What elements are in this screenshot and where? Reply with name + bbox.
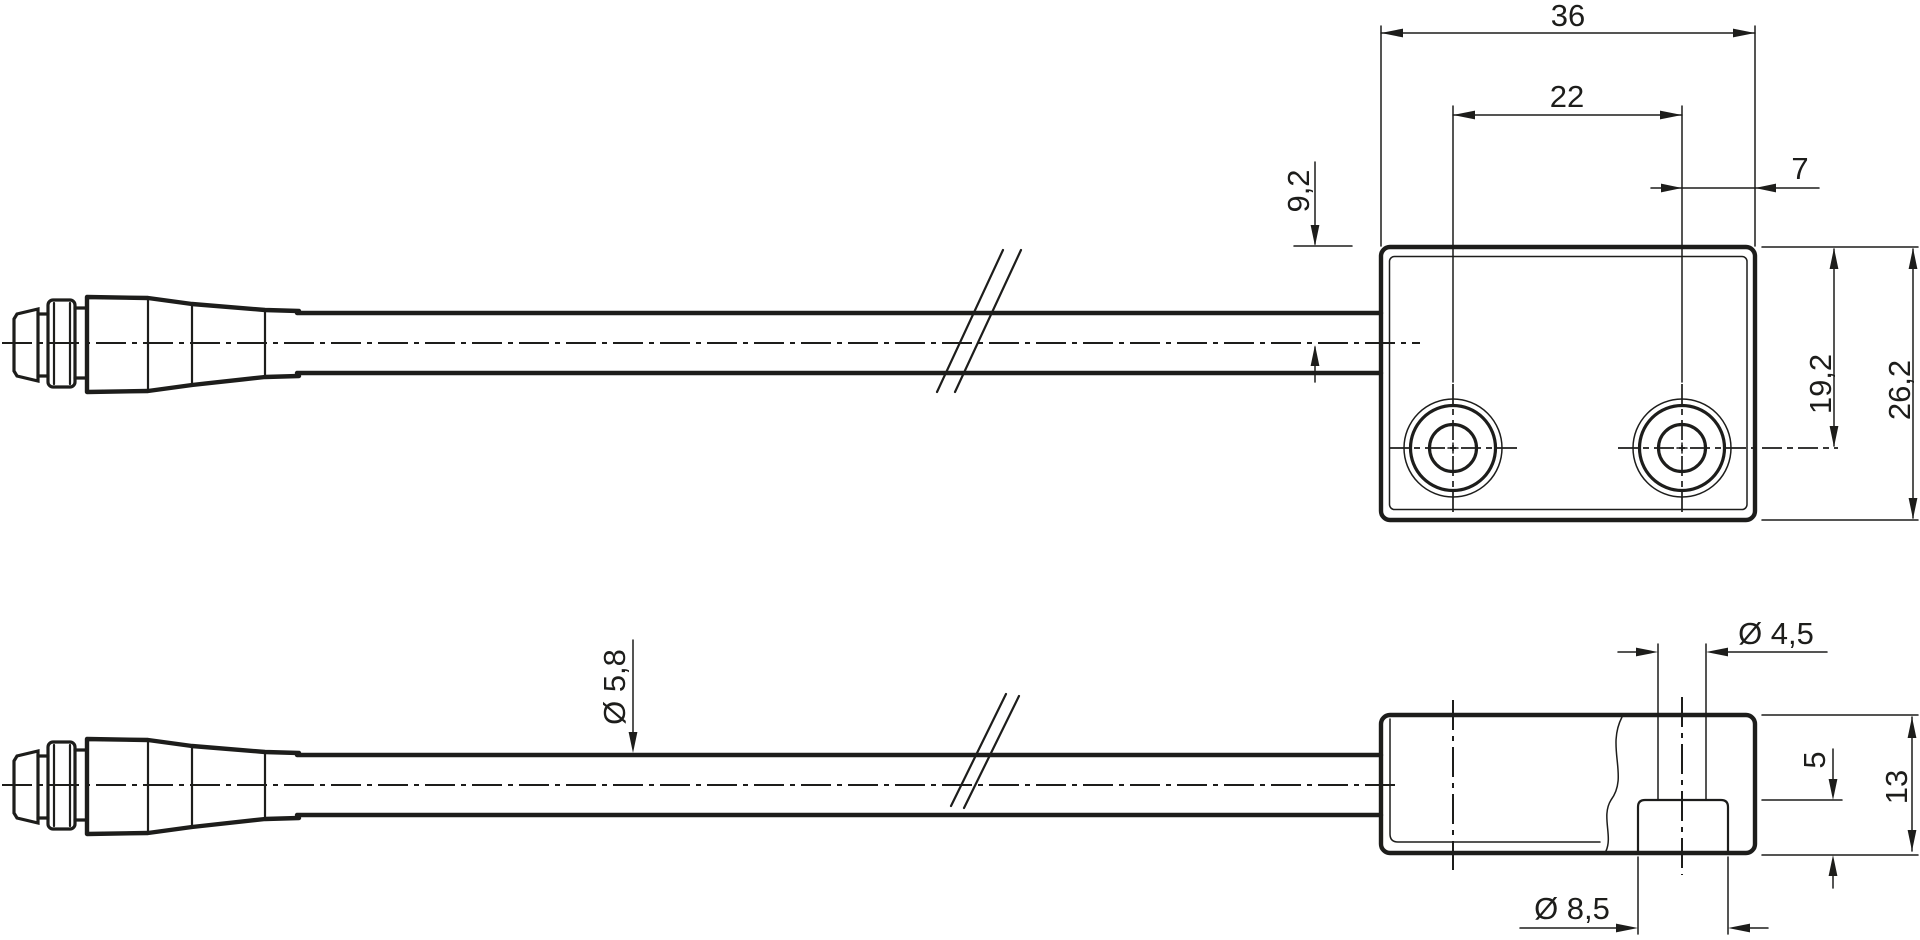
dimension-lines-side (628, 639, 1917, 933)
mounting-hole-right (1618, 384, 1838, 512)
front-view: 36 22 7 9,2 19,2 26,2 (2, 0, 1919, 523)
sensor-block-side (1378, 643, 1758, 875)
dim-counterbore-diameter: Ø 8,5 (1534, 891, 1610, 926)
dim-hole-to-edge: 7 (1791, 151, 1808, 186)
fiber-cable-side (2, 692, 1397, 818)
sensor-block-front (1378, 244, 1838, 523)
extension-lines-side (1637, 714, 1919, 935)
dim-body-width: 36 (1551, 0, 1585, 33)
dim-through-hole-diameter: Ø 4,5 (1738, 616, 1814, 651)
dim-body-height: 26,2 (1882, 360, 1917, 420)
through-hole-lines (1657, 643, 1707, 801)
side-view: Ø 5,8 Ø 4,5 Ø 8,5 5 13 (2, 616, 1919, 935)
connector-plug (12, 294, 302, 395)
dim-cable-axis-offset: 9,2 (1281, 169, 1316, 212)
mounting-hole-left (1389, 384, 1517, 512)
partial-section-break-line (1605, 716, 1623, 852)
dim-counterbore-depth: 5 (1797, 751, 1832, 768)
break-mark-side (949, 692, 1021, 810)
dimension-lines-front (1310, 28, 1918, 519)
dim-hole-spacing: 22 (1550, 79, 1584, 114)
dim-hole-axis-offset: 19,2 (1803, 354, 1838, 414)
dim-cable-diameter: Ø 5,8 (597, 649, 632, 725)
break-mark (935, 248, 1023, 394)
connector-plug-side (12, 736, 302, 837)
dim-body-thickness: 13 (1879, 770, 1914, 804)
extension-lines-front (1293, 25, 1919, 521)
fiber-cable (2, 248, 1420, 394)
